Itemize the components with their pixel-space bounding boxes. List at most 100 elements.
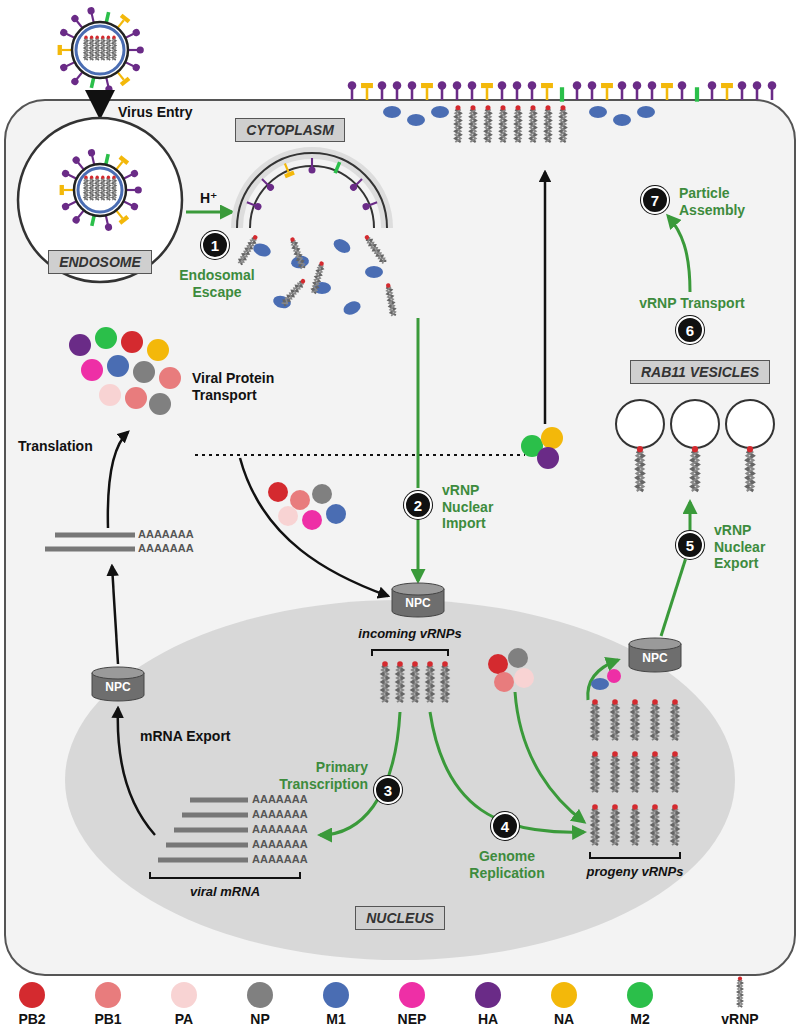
progeny-vrnps [632, 751, 638, 792]
npc-label: NPC [405, 596, 430, 610]
box-label: RAB11 VESICLES [641, 364, 759, 380]
callout-number: 1 [211, 237, 219, 254]
transport-arrow [668, 216, 690, 292]
escape-dome [237, 153, 387, 228]
vesicles [692, 446, 699, 491]
polymerase-cluster [508, 648, 528, 668]
released-contents [365, 266, 383, 278]
virion [95, 36, 99, 60]
annotation: H⁺ [200, 190, 218, 207]
step-circle: 5vRNP Nuclear Export [676, 531, 704, 559]
membrane-glycoproteins [438, 81, 447, 100]
membrane-glycoproteins [768, 81, 777, 100]
membrane-glycoproteins [408, 81, 417, 100]
membrane-glycoproteins [453, 81, 462, 100]
escape-dome [361, 199, 378, 211]
membrane-glycoproteins [348, 81, 777, 101]
progeny-vrnps [652, 751, 658, 792]
budding-site [455, 105, 460, 142]
legend-swatch [399, 982, 425, 1008]
progeny-bracket [590, 852, 680, 858]
import-arrow [240, 458, 388, 596]
virion [72, 22, 128, 78]
npc-cylinder: NPC [91, 666, 145, 702]
membrane-glycoproteins [481, 83, 493, 100]
incoming-vrnps [382, 661, 388, 702]
progeny-vrnps [592, 751, 598, 792]
npc-label: NPC [105, 680, 130, 694]
released-contents [364, 234, 387, 263]
nucleus [65, 600, 735, 960]
protein-cluster [147, 339, 169, 361]
step-label: vRNP Nuclear Export [714, 522, 789, 572]
export-arrow [689, 502, 692, 530]
box-label: CYTOPLASM [246, 122, 334, 138]
budding-site [470, 105, 475, 142]
export-arrow [690, 502, 691, 530]
assembly-arrow [544, 172, 547, 424]
transport-arrow [668, 216, 690, 292]
npc-shape [629, 638, 681, 650]
legend-label: NP [225, 1011, 295, 1027]
legend-label: PB1 [73, 1011, 143, 1027]
endosome-virion [87, 148, 98, 165]
released-contents [238, 234, 258, 265]
import-arrow [240, 458, 388, 596]
budding-site [383, 105, 655, 142]
annotation: viral mRNA [160, 884, 290, 900]
budding-site [530, 105, 535, 142]
protein-cluster [268, 482, 288, 502]
translation-arrow [108, 432, 128, 528]
vesicles [726, 400, 774, 448]
incoming-bracket [372, 650, 448, 656]
transport-dotted [195, 454, 525, 456]
escape-dome [237, 153, 387, 228]
progeny-vrnps [632, 699, 638, 740]
legend-swatch [95, 982, 121, 1008]
membrane-glycoproteins [513, 81, 522, 100]
vesicles [671, 400, 719, 448]
escape-dome [246, 199, 263, 211]
incoming-vrnps [427, 661, 433, 702]
callout-number: 2 [414, 497, 422, 514]
callout-number: 4 [501, 818, 509, 835]
released-contents [251, 241, 272, 258]
protein-cluster [95, 327, 117, 349]
replication-arrow [515, 692, 584, 822]
budding-site [485, 105, 490, 142]
incoming-vrnps [382, 661, 448, 702]
progeny-vrnps [592, 699, 678, 845]
step-label: vRNP Transport [627, 295, 757, 312]
endosome [18, 118, 182, 282]
protein-cluster [312, 484, 332, 504]
vesicles [747, 446, 754, 491]
endosome-virion [78, 168, 122, 212]
incoming-bracket [372, 650, 448, 656]
membrane-glycoproteins [708, 81, 717, 100]
membrane-glycoproteins [601, 83, 613, 100]
incoming-vrnps [397, 661, 403, 702]
nuclear-mrna [158, 858, 248, 863]
step-label: Primary Transcription [268, 759, 368, 793]
legend-swatch [475, 982, 501, 1008]
progeny-vrnps [672, 751, 678, 792]
step-label: Particle Assembly [679, 185, 759, 219]
protein-cluster [99, 384, 121, 406]
callout-number: 7 [651, 192, 659, 209]
npc-label: NPC [642, 651, 667, 665]
mrna-bracket [150, 872, 300, 878]
virion [107, 36, 111, 60]
progeny-vrnps [632, 804, 638, 845]
polya-tail: AAAAAAA [252, 853, 308, 866]
npc-shape [92, 667, 144, 679]
legend-label: M2 [605, 1011, 675, 1027]
virion [87, 6, 98, 23]
endosome-virion [60, 148, 142, 231]
annotation: Translation [18, 438, 93, 455]
nuclear-mrna [190, 798, 248, 803]
step-label: vRNP Nuclear Import [442, 482, 517, 532]
endosome-virion [74, 164, 126, 216]
protein-cluster [133, 361, 155, 383]
legend-swatch [19, 982, 45, 1008]
endosome-virion [112, 176, 116, 200]
